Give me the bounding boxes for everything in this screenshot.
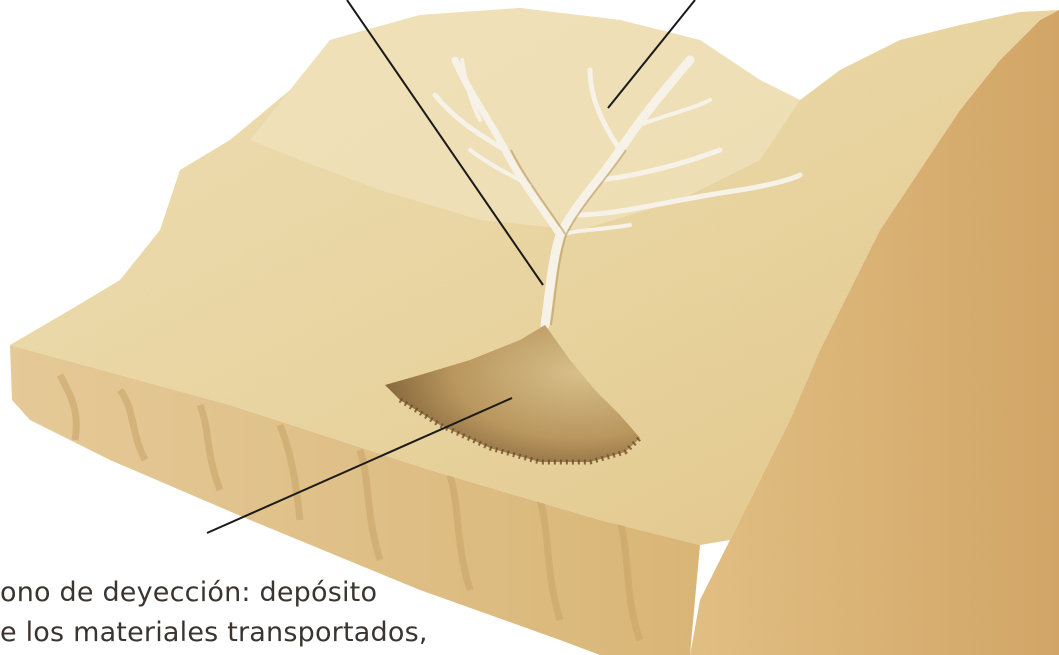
fan-caption-line-2: e los materiales transportados,: [0, 616, 428, 650]
fan-caption-line-1: ono de deyección: depósito: [0, 576, 377, 610]
